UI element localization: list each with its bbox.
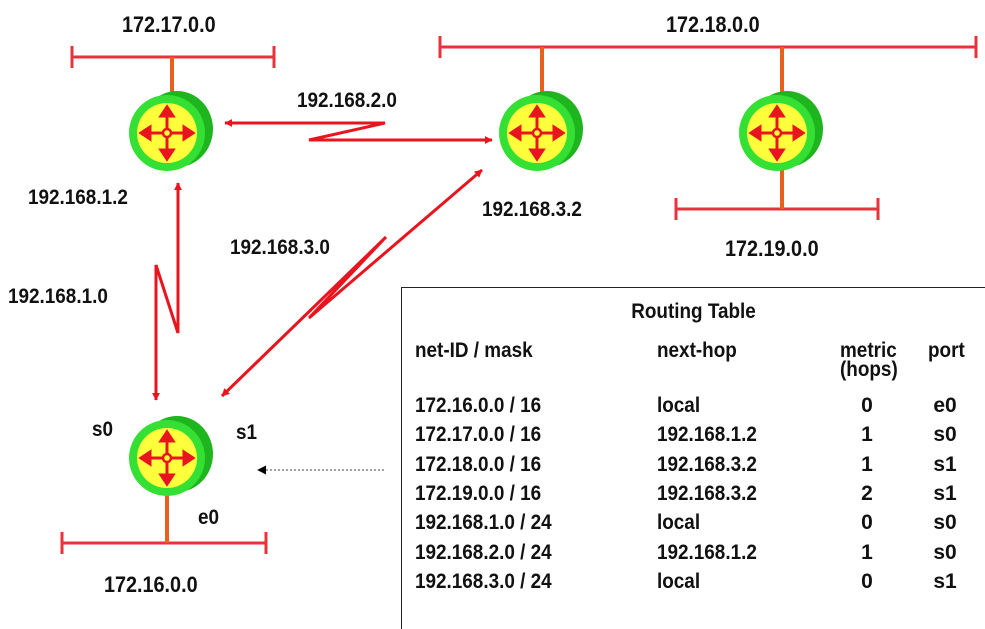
header-metric-unit: (hops) xyxy=(840,358,898,381)
cell-port: s0 xyxy=(933,423,957,446)
segment-172-16 xyxy=(60,532,268,554)
cell-port: s1 xyxy=(933,482,957,505)
cell-net-id: 172.16.0.0 / 16 xyxy=(415,394,542,417)
router-r2-icon[interactable] xyxy=(497,89,585,173)
network-label-172-18: 172.18.0.0 xyxy=(666,12,760,37)
cell-net-id: 172.17.0.0 / 16 xyxy=(415,423,542,446)
link-192-168-2 xyxy=(224,119,493,144)
link-192-168-1 xyxy=(152,182,182,401)
network-label-172-19: 172.19.0.0 xyxy=(725,236,819,261)
router-r3-icon[interactable] xyxy=(737,89,825,173)
link-192-168-3 xyxy=(220,168,483,398)
cell-net-id: 192.168.2.0 / 24 xyxy=(415,541,552,564)
header-metric: metric xyxy=(840,339,897,362)
router-ip-label-r1: 192.168.1.2 xyxy=(28,186,128,209)
cell-next-hop: local xyxy=(657,570,701,593)
cell-port: s0 xyxy=(933,511,957,534)
link-label-192-168-1: 192.168.1.0 xyxy=(8,285,108,308)
network-label-172-17: 172.17.0.0 xyxy=(122,12,216,37)
cell-metric: 1 xyxy=(861,423,873,446)
cell-next-hop: 192.168.3.2 xyxy=(657,453,757,476)
cell-next-hop: 192.168.1.2 xyxy=(657,541,757,564)
cell-next-hop: 192.168.3.2 xyxy=(657,482,757,505)
cell-net-id: 172.19.0.0 / 16 xyxy=(415,482,542,505)
router-r1-icon[interactable] xyxy=(127,89,215,173)
router-ip-label-r2: 192.168.3.2 xyxy=(482,198,582,221)
cell-next-hop: local xyxy=(657,511,701,534)
cell-next-hop: 192.168.1.2 xyxy=(657,423,757,446)
cell-port: s1 xyxy=(933,453,957,476)
header-port: port xyxy=(928,339,965,362)
link-label-192-168-3: 192.168.3.0 xyxy=(230,236,330,259)
cell-metric: 0 xyxy=(861,394,873,417)
cell-net-id: 192.168.3.0 / 24 xyxy=(415,570,552,593)
header-next-hop: next-hop xyxy=(657,339,737,362)
cell-port: s1 xyxy=(933,570,957,593)
cell-metric: 1 xyxy=(861,541,873,564)
header-net-id-mask: net-ID / mask xyxy=(415,339,533,362)
segment-172-18 xyxy=(438,36,978,58)
network-label-172-16: 172.16.0.0 xyxy=(104,572,198,597)
cell-metric: 2 xyxy=(861,482,873,505)
router-local-icon[interactable] xyxy=(127,414,215,498)
port-label-e0: e0 xyxy=(198,506,220,529)
cell-port: s0 xyxy=(933,541,957,564)
routing-table-title: Routing Table xyxy=(631,300,756,323)
port-label-s1: s1 xyxy=(236,421,258,444)
cell-net-id: 172.18.0.0 / 16 xyxy=(415,453,542,476)
routing-table: Routing Table net-ID / mask next-hop met… xyxy=(401,287,985,629)
cell-port: e0 xyxy=(933,394,957,417)
cell-metric: 0 xyxy=(861,570,873,593)
drop-lines xyxy=(165,47,784,543)
cell-next-hop: local xyxy=(657,394,701,417)
port-label-s0: s0 xyxy=(92,418,114,441)
cell-metric: 1 xyxy=(861,453,873,476)
cell-net-id: 192.168.1.0 / 24 xyxy=(415,511,552,534)
link-label-192-168-2: 192.168.2.0 xyxy=(297,89,397,112)
segment-172-19 xyxy=(674,198,880,220)
cell-metric: 0 xyxy=(861,511,873,534)
